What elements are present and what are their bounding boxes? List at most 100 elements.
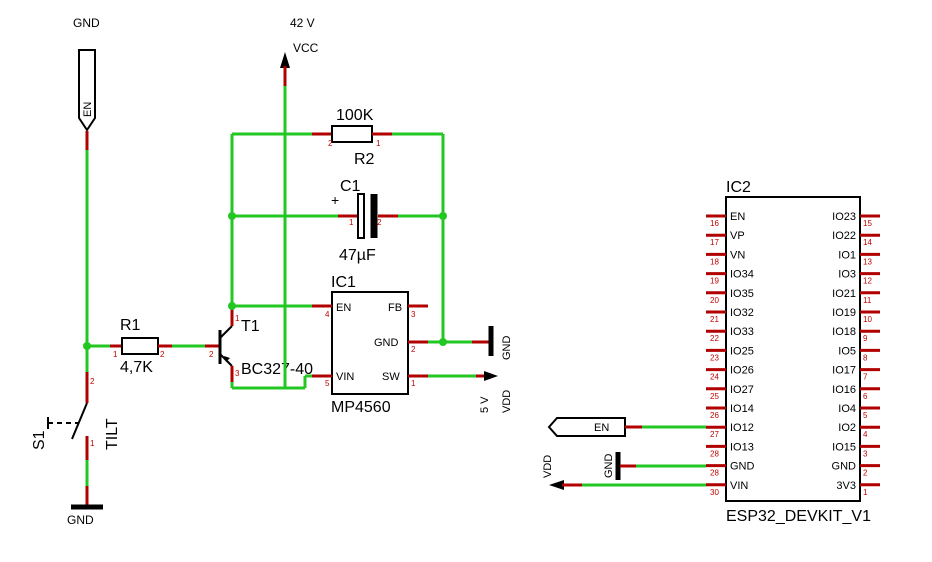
ic1-pin-vin: VIN xyxy=(336,371,354,383)
vcc-arrow-icon xyxy=(280,52,290,68)
ic2-left-pin-number: 20 xyxy=(710,296,719,305)
ic2-left-pin-number: 22 xyxy=(710,334,719,343)
ic2-right-pin-name: IO16 xyxy=(832,384,856,396)
ic2-left-pin-name: GND xyxy=(730,461,755,473)
ic2-left-pin-name: IO13 xyxy=(730,441,754,453)
ic2-right-pin-name: IO15 xyxy=(832,441,856,453)
ic2-left-pin-number: 21 xyxy=(710,315,719,324)
gnd-en-port: GND EN xyxy=(73,16,100,132)
s1-label: S1 xyxy=(31,430,48,450)
r2-label: R2 xyxy=(354,151,375,168)
ic2-right-pin-number: 7 xyxy=(863,373,868,382)
t1-transistor: 1 2 3 T1 BC327-40 xyxy=(205,306,313,382)
ic2-left-pin-name: IO27 xyxy=(730,384,754,396)
ic2-right-pin-name: IO17 xyxy=(832,365,856,377)
ic2-left-pin-number: 17 xyxy=(710,238,719,247)
t1-pin1: 1 xyxy=(235,314,240,323)
ic1-pin-gnd: GND xyxy=(374,337,399,349)
en-port-symbol xyxy=(78,49,96,132)
ic2-right-pin-name: IO2 xyxy=(838,422,856,434)
ic2-en-port-label: EN xyxy=(594,422,609,434)
ic2-left-pin-name: IO25 xyxy=(730,345,754,357)
ic2-right-pin-number: 13 xyxy=(863,257,872,266)
ic1-num-vin: 5 xyxy=(325,379,330,388)
ic2-vdd-label: VDD xyxy=(542,455,554,478)
ic1-num-sw: 1 xyxy=(411,379,416,388)
vdd-arrow-icon xyxy=(484,371,498,381)
en-port-label: EN xyxy=(82,102,94,117)
ic2-left-pin-name: IO26 xyxy=(730,365,754,377)
ic1-vdd-label: VDD xyxy=(501,390,513,413)
ic2-right-pin-number: 10 xyxy=(863,315,872,324)
r2-value: 100K xyxy=(336,107,374,124)
t1-pin2: 2 xyxy=(209,350,214,359)
ic1-regulator: IC1 MP4560 EN VIN FB GND SW 4 5 3 2 1 xyxy=(312,274,428,416)
s1-part: TILT xyxy=(104,418,121,450)
ic2-right-pin-number: 11 xyxy=(863,296,872,305)
r1-pin2: 2 xyxy=(160,350,165,359)
ic2-left-pin-name: IO34 xyxy=(730,269,754,281)
gnd-top-label: GND xyxy=(73,16,100,30)
ic2-left-pin-name: VN xyxy=(730,249,745,261)
ic2-label: IC2 xyxy=(726,179,751,196)
ic2-left-pin-number: 25 xyxy=(710,392,719,401)
ic1-num-gnd: 2 xyxy=(411,345,416,354)
ic2-left-pin-name: IO14 xyxy=(730,403,754,415)
c1-polarity: + xyxy=(331,192,339,208)
ic2-left-pin-number: 27 xyxy=(710,430,719,439)
r1-pin1: 1 xyxy=(113,350,118,359)
vcc-label: VCC xyxy=(293,41,319,55)
ic2-left-pin-name: VIN xyxy=(730,480,748,492)
ic2-right-pins: IO2315IO2214IO113IO312IO2111IO1910IO189I… xyxy=(832,211,880,497)
ic2-left-pin-number: 19 xyxy=(710,277,719,286)
ic1-pin-fb: FB xyxy=(388,302,402,314)
ic2-left-pin-name: VP xyxy=(730,230,745,242)
ic2-left-pin-number: 16 xyxy=(710,219,719,228)
r1-label: R1 xyxy=(120,317,141,334)
ic2-right-pin-name: IO1 xyxy=(838,249,856,261)
ic1-part: MP4560 xyxy=(331,399,391,416)
ic2-part: ESP32_DEVKIT_V1 xyxy=(726,508,871,525)
s1-pin2: 2 xyxy=(90,377,95,386)
ic2-en-port-symbol xyxy=(547,417,626,437)
ic2-right-pin-number: 6 xyxy=(863,392,868,401)
ic2-gnd-label: GND xyxy=(603,454,615,479)
ic2-left-pin-number: 24 xyxy=(710,373,719,382)
ic2-left-pin-number: 26 xyxy=(710,411,719,420)
ic2-right-pin-number: 14 xyxy=(863,238,872,247)
ic1-vdd-voltage: 5 V xyxy=(479,396,491,413)
ic2-right-pin-number: 2 xyxy=(863,469,868,478)
ic2-right-pin-name: GND xyxy=(832,461,857,473)
t1-pin3: 3 xyxy=(235,369,240,378)
r2-pin2: 2 xyxy=(328,139,333,148)
ic2-right-pin-number: 4 xyxy=(863,430,868,439)
ic2-right-pin-number: 9 xyxy=(863,334,868,343)
ic2-right-pin-name: IO22 xyxy=(832,230,856,242)
c1-capacitor: C1 + 47µF 1 2 xyxy=(331,178,398,264)
ic2-vdd-arrow-icon xyxy=(549,480,564,490)
ic2-left-pin-number: 18 xyxy=(710,257,719,266)
ic2-right-pin-name: IO5 xyxy=(838,345,856,357)
ic1-num-fb: 3 xyxy=(411,310,416,319)
s1-tilt-switch: 2 1 S1 TILT xyxy=(31,377,121,460)
ic1-gnd-label: GND xyxy=(501,336,513,361)
ic2-right-pin-name: IO4 xyxy=(838,403,856,415)
ic2-left-pin-name: EN xyxy=(730,211,745,223)
c1-pin1: 1 xyxy=(349,218,354,227)
r2-pin1: 1 xyxy=(376,139,381,148)
r1-value: 4,7K xyxy=(120,359,153,376)
ic1-pin-en: EN xyxy=(336,302,351,314)
s1-pin1: 1 xyxy=(90,439,95,448)
ic2-right-pin-number: 1 xyxy=(863,488,868,497)
ic2-left-pin-name: IO35 xyxy=(730,288,754,300)
vcc-voltage: 42 V xyxy=(290,16,315,30)
ic2-left-pin-name: IO12 xyxy=(730,422,754,434)
ic2-right-pin-number: 3 xyxy=(863,449,868,458)
gnd-bottom-label: GND xyxy=(67,513,94,527)
ic2-left-pin-name: IO33 xyxy=(730,326,754,338)
t1-label: T1 xyxy=(241,318,260,335)
ic2-left-pin-name: IO32 xyxy=(730,307,754,319)
ic2-right-pin-number: 12 xyxy=(863,277,872,286)
ic2-right-pin-number: 5 xyxy=(863,411,868,420)
ic2-left-pin-number: 30 xyxy=(710,488,719,497)
